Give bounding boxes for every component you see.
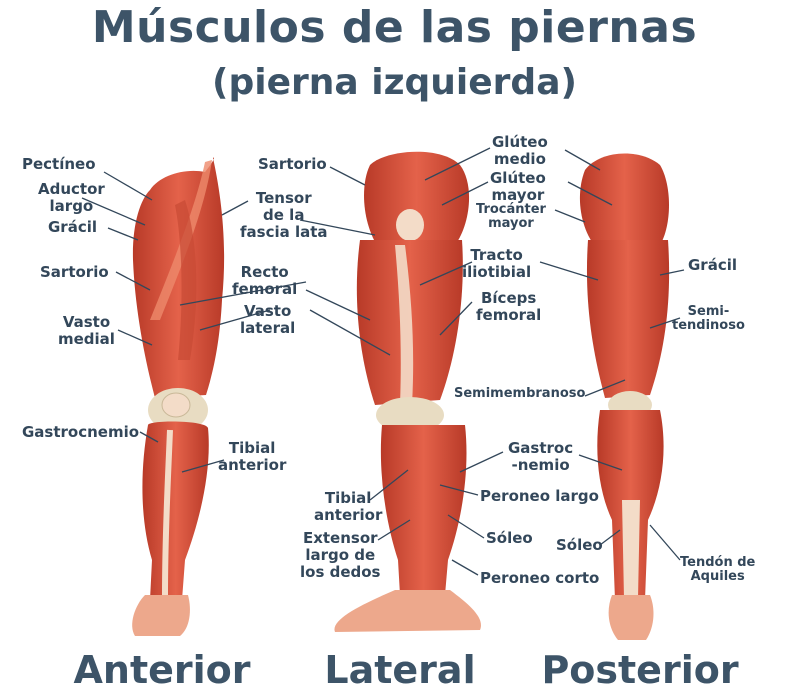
label-recto-femoral: Recto femoral: [232, 263, 298, 298]
anterior-sartorio-band: [150, 160, 212, 320]
posterior-gluteus: [579, 153, 669, 250]
label-gastrocnemio-lateral: Gastroc -nemio: [508, 439, 574, 474]
anterior-tibia-line: [162, 429, 173, 596]
label-gracil-posterior: Grácil: [688, 256, 738, 274]
posterior-achilles: [622, 500, 640, 598]
label-tracto-iliotibial: Tracto iliotibial: [462, 246, 532, 281]
label-biceps-femoral: Bíceps femoral: [476, 289, 542, 324]
lateral-leg: [334, 151, 481, 632]
anterior-thigh: [132, 157, 225, 398]
label-peroneo-corto: Peroneo corto: [480, 569, 600, 587]
anterior-leg: [132, 157, 225, 636]
label-semimembranoso: Semimembranoso: [454, 386, 586, 401]
label-aductor-largo: Aductor largo: [38, 180, 105, 215]
label-gluteo-mayor: Glúteo mayor: [490, 169, 546, 204]
label-soleo-lateral: Sóleo: [486, 529, 533, 547]
label-vasto-medial: Vasto medial: [58, 313, 115, 348]
view-title-anterior: Anterior: [73, 648, 251, 692]
anterior-shin: [142, 421, 209, 600]
lateral-calf: [380, 425, 467, 595]
anterior-foot: [132, 595, 190, 636]
label-pectineo: Pectíneo: [22, 155, 96, 173]
anterior-recto-femoral: [175, 200, 197, 360]
lateral-trochanter: [396, 209, 424, 241]
lateral-knee: [376, 397, 444, 433]
posterior-foot: [608, 595, 654, 640]
label-gastrocnemio-anterior: Gastrocnemio: [22, 423, 140, 441]
anterior-patella: [161, 392, 191, 418]
label-gracil-anterior: Grácil: [48, 218, 98, 236]
label-tibial-anterior-lateral: Tibial anterior: [314, 489, 383, 524]
page-title: Músculos de las piernas: [91, 2, 698, 53]
label-tibial-anterior-anterior: Tibial anterior: [218, 439, 287, 474]
lateral-hip: [364, 151, 470, 250]
posterior-thigh: [586, 240, 670, 398]
label-semitendinoso: Semi- tendinoso: [672, 304, 745, 333]
label-tensor-fascia-lata: Tensor de la fascia lata: [240, 189, 328, 241]
label-trocanter-mayor: Trocánter mayor: [476, 202, 546, 231]
posterior-leg: [579, 153, 670, 640]
leader-lines: [81, 147, 685, 576]
label-extensor-largo-dedos: Extensor largo de los dedos: [300, 529, 381, 581]
label-gluteo-medio: Glúteo medio: [492, 133, 548, 168]
label-sartorio-lateral: Sartorio: [258, 155, 327, 173]
label-soleo-posterior: Sóleo: [556, 536, 603, 554]
page-subtitle: (pierna izquierda): [212, 62, 577, 103]
view-title-posterior: Posterior: [541, 648, 739, 692]
label-peroneo-largo: Peroneo largo: [480, 487, 599, 505]
lateral-foot: [334, 590, 481, 632]
label-vasto-lateral: Vasto lateral: [240, 302, 296, 337]
label-sartorio-anterior: Sartorio: [40, 263, 109, 281]
view-title-lateral: Lateral: [324, 648, 476, 692]
label-tendon-aquiles: Tendón de Aquiles: [680, 555, 756, 584]
lateral-tract: [395, 245, 414, 405]
